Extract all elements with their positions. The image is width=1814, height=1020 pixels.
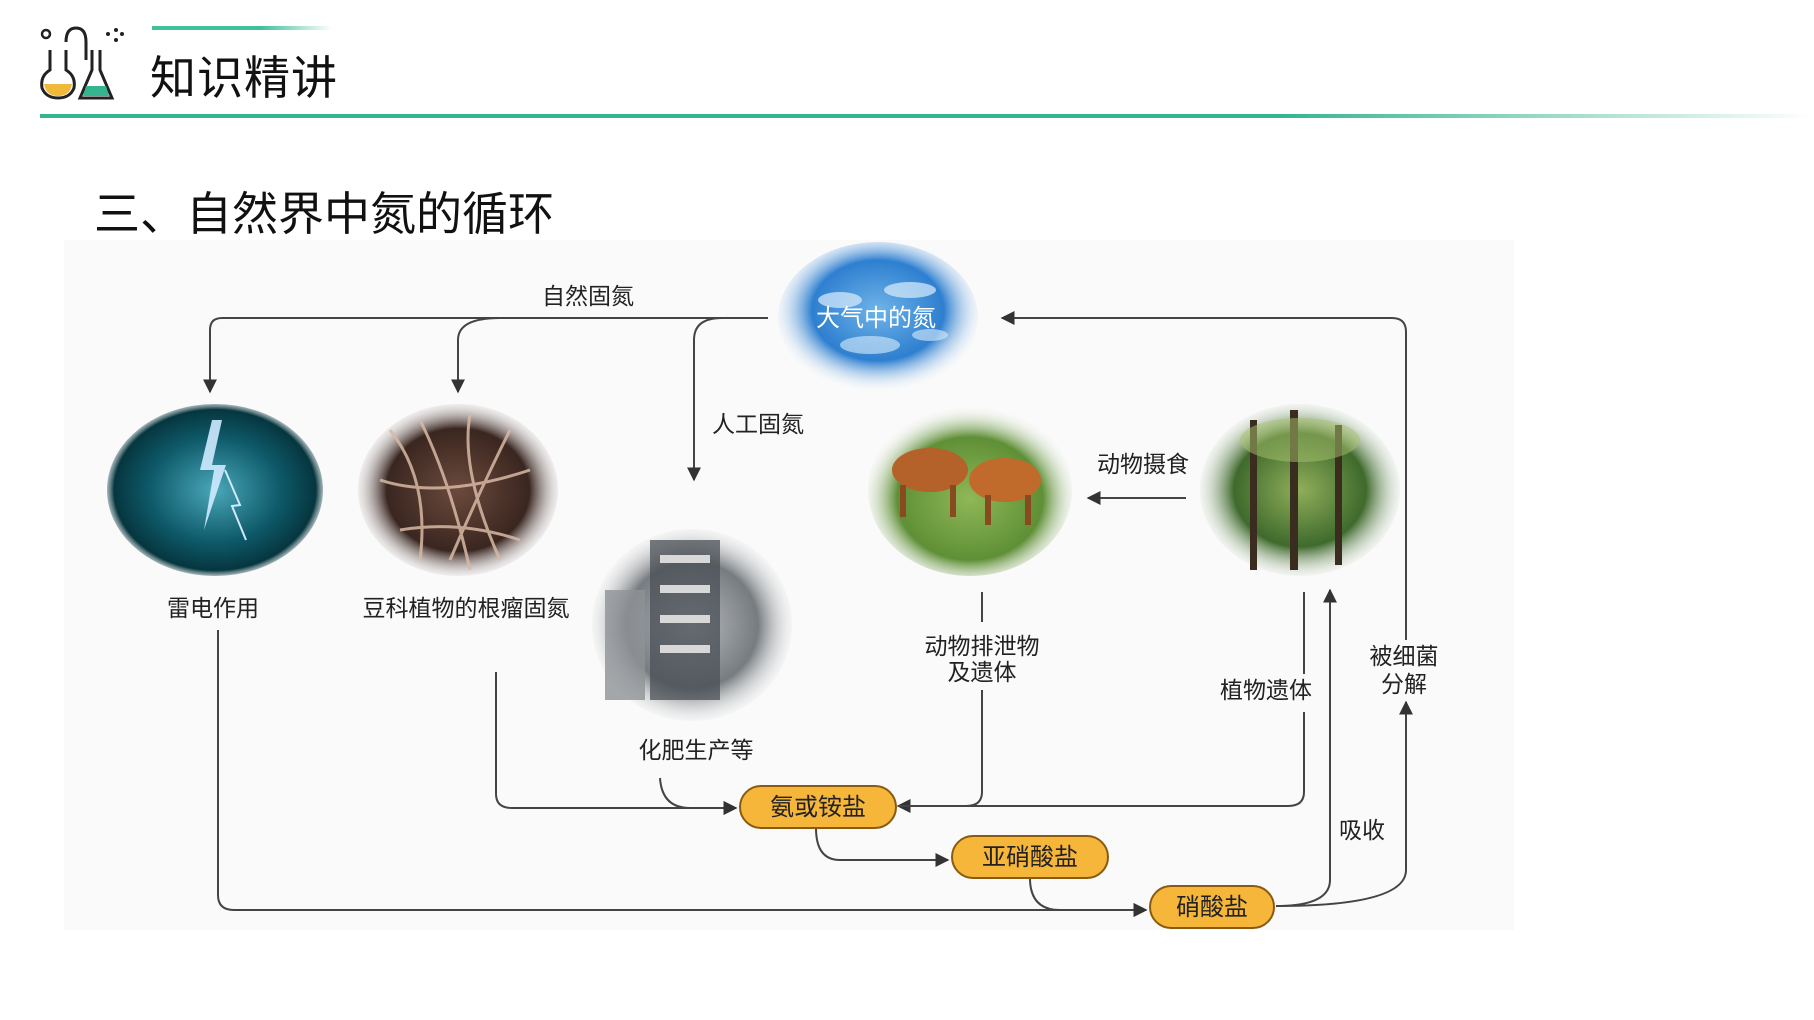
arrow-natural-fixation-legume bbox=[451, 317, 501, 394]
absorption-label: 吸收 bbox=[1339, 818, 1385, 844]
nitrite-pill: 亚硝酸盐 bbox=[951, 835, 1109, 879]
factory-image bbox=[592, 529, 792, 721]
legume-label: 豆科植物的根瘤固氮 bbox=[363, 596, 570, 622]
ammonia-pill: 氨或铵盐 bbox=[739, 785, 897, 829]
flask-icon bbox=[40, 26, 124, 100]
root-nodule-image bbox=[358, 404, 558, 576]
arrow-plants-to-ammonia bbox=[898, 592, 1305, 807]
atmosphere-image: 大气中的氮 bbox=[778, 242, 978, 394]
plants-label: 植物遗体 bbox=[1220, 678, 1312, 704]
arrow-natural-fixation-lightning bbox=[203, 317, 768, 394]
arrow-nitrite-to-nitrate bbox=[1029, 877, 1148, 917]
factory-label: 化肥生产等 bbox=[639, 738, 754, 764]
bacteria-label-line2: 分解 bbox=[1381, 672, 1427, 698]
cattle-image bbox=[868, 404, 1072, 576]
arrow-legume-to-ammonia bbox=[495, 672, 738, 815]
header-divider bbox=[40, 114, 1814, 118]
natural-fixation-label: 自然固氮 bbox=[542, 284, 634, 310]
lightning-label: 雷电作用 bbox=[167, 596, 259, 622]
forest-image bbox=[1200, 404, 1400, 576]
bacteria-label-line1: 被细菌 bbox=[1370, 644, 1439, 670]
section-title: 三、自然界中氮的循环 bbox=[94, 187, 554, 241]
animal-eating-label: 动物摄食 bbox=[1097, 452, 1189, 478]
arrow-ammonia-to-nitrite bbox=[815, 827, 950, 867]
atmosphere-label: 大气中的氮 bbox=[816, 304, 936, 332]
page-title: 知识精讲 bbox=[150, 51, 338, 105]
nitrate-label: 硝酸盐 bbox=[1176, 893, 1248, 921]
arrow-factory-to-ammonia bbox=[659, 777, 738, 815]
animals-label-line2: 及遗体 bbox=[948, 660, 1017, 686]
arrow-bacteria-to-atmosphere bbox=[1000, 311, 1407, 640]
artificial-fixation-label: 人工固氮 bbox=[712, 412, 804, 438]
arrow-lightning-to-nitrate bbox=[217, 630, 1148, 917]
animals-label-line1: 动物排泄物 bbox=[925, 634, 1040, 660]
arrow-artificial-fixation bbox=[687, 317, 723, 482]
arrow-nitrate-to-bacteria bbox=[1275, 700, 1413, 907]
header-accent-line-top bbox=[152, 26, 332, 30]
nitrite-label: 亚硝酸盐 bbox=[982, 843, 1078, 871]
nitrate-pill: 硝酸盐 bbox=[1149, 885, 1275, 929]
ammonia-label: 氨或铵盐 bbox=[770, 793, 866, 821]
lightning-image bbox=[107, 404, 323, 576]
